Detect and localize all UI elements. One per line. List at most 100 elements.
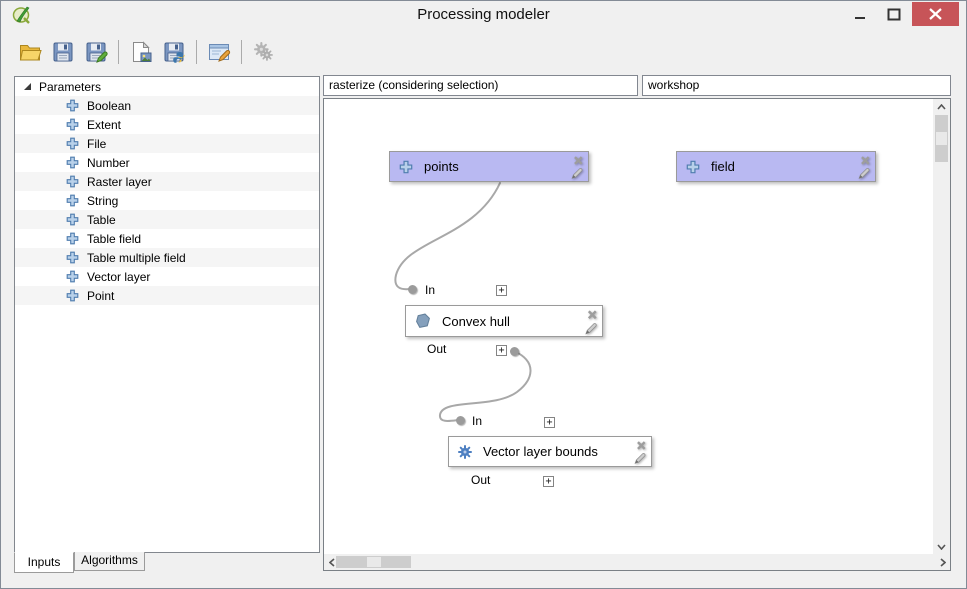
toolbar xyxy=(1,31,966,73)
tree-item-boolean[interactable]: Boolean xyxy=(15,96,319,115)
minimize-icon xyxy=(855,17,865,19)
maximize-button[interactable] xyxy=(878,1,910,27)
save-model-button[interactable] xyxy=(48,37,78,67)
node-out-label: Out xyxy=(471,473,491,487)
scroll-thumb-grip xyxy=(936,132,947,145)
tree-item-label: Table field xyxy=(87,231,142,246)
link-endpoint-dot xyxy=(408,285,417,294)
add-parameter-icon xyxy=(66,270,79,283)
scroll-thumb-grip xyxy=(367,557,381,567)
model-canvas[interactable]: points field In + Convex hull xyxy=(324,99,933,554)
chevron-right-icon xyxy=(939,557,946,567)
minimize-button[interactable] xyxy=(844,1,876,27)
edit-node-icon[interactable] xyxy=(633,452,647,465)
tree-item-vector-layer[interactable]: Vector layer xyxy=(15,267,319,286)
node-parameter-field[interactable]: field xyxy=(676,151,876,182)
tree-item-number[interactable]: Number xyxy=(15,153,319,172)
close-icon xyxy=(929,8,942,20)
tab-inputs[interactable]: Inputs xyxy=(14,552,74,573)
tab-algorithms[interactable]: Algorithms xyxy=(74,552,145,571)
folder-open-icon xyxy=(19,45,42,61)
expand-outputs-button[interactable]: + xyxy=(543,476,554,487)
tree-item-label: Boolean xyxy=(87,98,132,113)
canvas-vertical-scrollbar[interactable] xyxy=(933,99,950,554)
node-in-label: In xyxy=(425,283,436,297)
save-as-icon xyxy=(86,42,108,63)
add-parameter-icon xyxy=(66,213,79,226)
vector-bounds-gear-icon xyxy=(458,444,472,459)
edit-node-icon[interactable] xyxy=(570,167,584,180)
run-model-button[interactable] xyxy=(249,37,279,67)
model-canvas-frame: points field In + Convex hull xyxy=(323,98,951,571)
edit-node-icon[interactable] xyxy=(857,167,871,180)
export-python-icon xyxy=(164,42,185,63)
canvas-horizontal-scrollbar[interactable] xyxy=(324,554,950,570)
node-algorithm-convex-hull[interactable]: Convex hull xyxy=(405,305,603,337)
export-as-python-button[interactable] xyxy=(159,37,189,67)
tree-item-point[interactable]: Point xyxy=(15,286,319,305)
tree-root-label: Parameters xyxy=(39,79,102,94)
tree-item-label: Table xyxy=(87,212,116,227)
scroll-left-button[interactable] xyxy=(324,554,339,570)
chevron-up-icon xyxy=(937,103,946,110)
scroll-down-button[interactable] xyxy=(933,539,950,554)
tree-item-label: Extent xyxy=(87,117,122,132)
delete-node-icon[interactable] xyxy=(633,438,649,452)
delete-node-icon[interactable] xyxy=(857,153,873,167)
scroll-up-button[interactable] xyxy=(933,99,950,114)
edit-model-help-button[interactable] xyxy=(204,37,234,67)
expand-inputs-button[interactable]: + xyxy=(544,417,555,428)
parameters-tree-panel: Parameters Boolean Extent File Number Ra… xyxy=(14,76,320,553)
tree-item-file[interactable]: File xyxy=(15,134,319,153)
tree-item-label: Point xyxy=(87,288,115,303)
export-as-image-button[interactable] xyxy=(126,37,156,67)
save-icon xyxy=(53,42,73,62)
vertical-scroll-thumb[interactable] xyxy=(935,115,948,162)
toolbar-separator xyxy=(118,40,119,64)
node-label: Convex hull xyxy=(442,313,510,329)
save-model-as-button[interactable] xyxy=(81,37,111,67)
model-name-input[interactable]: rasterize (considering selection) xyxy=(323,75,638,96)
tree-item-label: Vector layer xyxy=(87,269,151,284)
tree-item-label: Raster layer xyxy=(87,174,152,189)
close-button[interactable] xyxy=(912,2,959,26)
delete-node-icon[interactable] xyxy=(584,307,600,322)
add-parameter-icon xyxy=(66,99,79,112)
tree-item-label: Number xyxy=(87,155,130,170)
tree-item-label: String xyxy=(87,193,119,208)
run-gears-icon xyxy=(254,41,273,61)
tree-item-table[interactable]: Table xyxy=(15,210,319,229)
add-parameter-icon xyxy=(66,137,79,150)
tree-item-table-multiple-field[interactable]: Table multiple field xyxy=(15,248,319,267)
tree-item-raster-layer[interactable]: Raster layer xyxy=(15,172,319,191)
tree-item-table-field[interactable]: Table field xyxy=(15,229,319,248)
add-parameter-icon xyxy=(66,251,79,264)
add-parameter-icon xyxy=(66,289,79,302)
connection-curves xyxy=(394,182,532,422)
expand-inputs-button[interactable]: + xyxy=(496,285,507,296)
tree-expanded-icon[interactable] xyxy=(23,82,32,91)
export-image-icon xyxy=(133,41,152,62)
delete-node-icon[interactable] xyxy=(570,153,586,167)
tree-item-label: File xyxy=(87,136,107,151)
chevron-down-icon xyxy=(937,543,946,550)
window-title: Processing modeler xyxy=(417,6,550,23)
edit-help-icon xyxy=(209,44,231,62)
edit-node-icon[interactable] xyxy=(584,322,598,335)
tree-item-label: Table multiple field xyxy=(87,250,186,265)
tree-item-string[interactable]: String xyxy=(15,191,319,210)
parameter-plus-icon xyxy=(399,160,413,173)
scroll-right-button[interactable] xyxy=(935,554,950,570)
tree-item-extent[interactable]: Extent xyxy=(15,115,319,134)
node-parameter-points[interactable]: points xyxy=(389,151,589,182)
horizontal-scroll-thumb[interactable] xyxy=(336,556,411,568)
node-label: field xyxy=(711,159,735,174)
expand-outputs-button[interactable]: + xyxy=(496,345,507,356)
open-model-button[interactable] xyxy=(15,37,45,67)
node-algorithm-vector-layer-bounds[interactable]: Vector layer bounds xyxy=(448,436,652,467)
tree-item-parameters[interactable]: Parameters xyxy=(15,77,319,96)
chevron-left-icon xyxy=(328,557,335,567)
model-group-input[interactable]: workshop xyxy=(642,75,951,96)
add-parameter-icon xyxy=(66,175,79,188)
